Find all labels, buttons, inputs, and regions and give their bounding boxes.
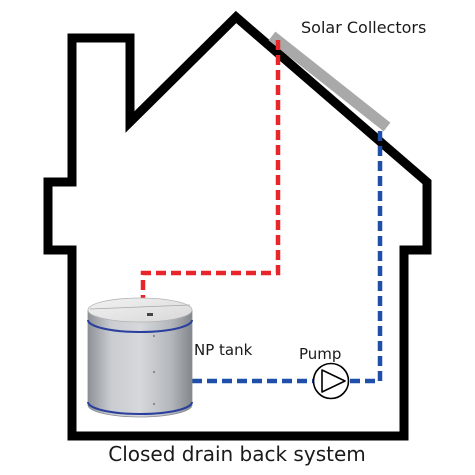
- tank-lid-seam: [89, 304, 191, 310]
- solar-collector-panel: [268, 31, 391, 132]
- tank-lid: [87, 297, 193, 323]
- tank-rivet: [153, 335, 155, 337]
- np-tank: [87, 297, 193, 418]
- house-outline: [43, 10, 432, 441]
- pump-label: Pump: [299, 345, 341, 363]
- tank-bottom-band: [87, 401, 193, 415]
- tank-label: NP tank: [194, 341, 253, 359]
- system-title: Closed drain back system: [108, 442, 366, 466]
- tank-rivet: [153, 371, 155, 373]
- tank-top-band: [87, 319, 193, 333]
- tank-body: [87, 309, 193, 418]
- hot-supply-pipe: [140, 40, 281, 302]
- tank-rivet: [153, 403, 155, 405]
- cold-return-pipe-riser: [350, 130, 383, 384]
- solar-collectors-label: Solar Collectors: [301, 18, 426, 37]
- pump-icon: [312, 362, 350, 400]
- tank-lid-hatch: [147, 313, 153, 316]
